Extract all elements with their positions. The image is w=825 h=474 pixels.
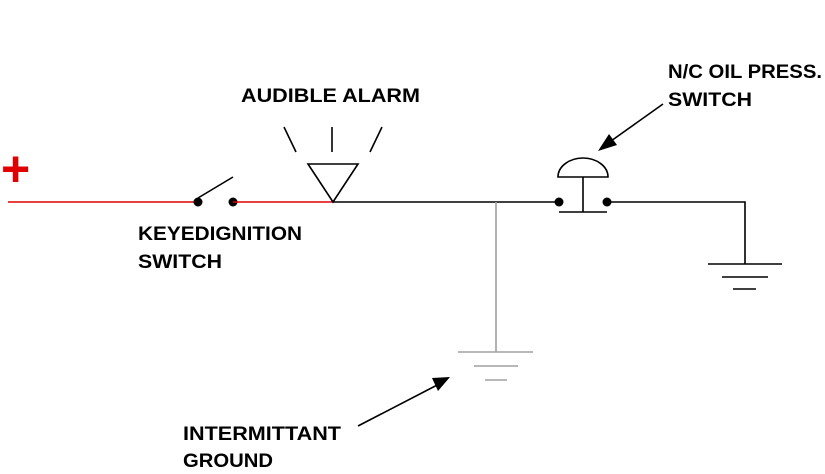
ground-label-line2: GROUND <box>183 451 273 472</box>
oil-switch-pointer-arrow <box>598 103 664 151</box>
ground-arrow-shaft <box>357 381 444 427</box>
intermittent-ground <box>458 202 533 381</box>
oil-switch-arrow-head <box>598 134 617 151</box>
ignition-switch-label-line2: SWITCH <box>138 252 222 273</box>
oil-switch-arrow-shaft <box>603 103 664 147</box>
oil-switch-label-line1: N/C OIL PRESS. <box>668 62 822 83</box>
oil-switch-pushbutton-cap <box>557 157 609 178</box>
ignition-switch-lever <box>197 176 234 199</box>
nc-oil-pressure-switch <box>554 157 612 213</box>
ground-arrow-head <box>432 377 450 391</box>
ground-pointer-arrow <box>357 377 450 427</box>
wire-oil-switch-to-ground <box>607 201 746 264</box>
ground-label-line1: INTERMITTANT <box>183 424 341 445</box>
alarm-triangle-icon <box>306 163 360 204</box>
oil-switch-label-line2: SWITCH <box>668 90 752 111</box>
ignition-switch-contact-left <box>193 197 203 207</box>
chassis-ground-symbol <box>708 263 782 290</box>
audible-alarm <box>283 126 383 204</box>
keyed-ignition-switch <box>193 176 238 207</box>
oil-switch-contact-left <box>554 197 564 207</box>
audible-alarm-label: AUDIBLE ALARM <box>241 86 420 107</box>
ignition-switch-label-line1: KEYEDIGNITION <box>138 224 302 245</box>
alarm-sound-ray-right <box>369 126 383 153</box>
alarm-sound-ray-left <box>283 126 297 153</box>
positive-terminal-symbol: + <box>1 141 30 197</box>
